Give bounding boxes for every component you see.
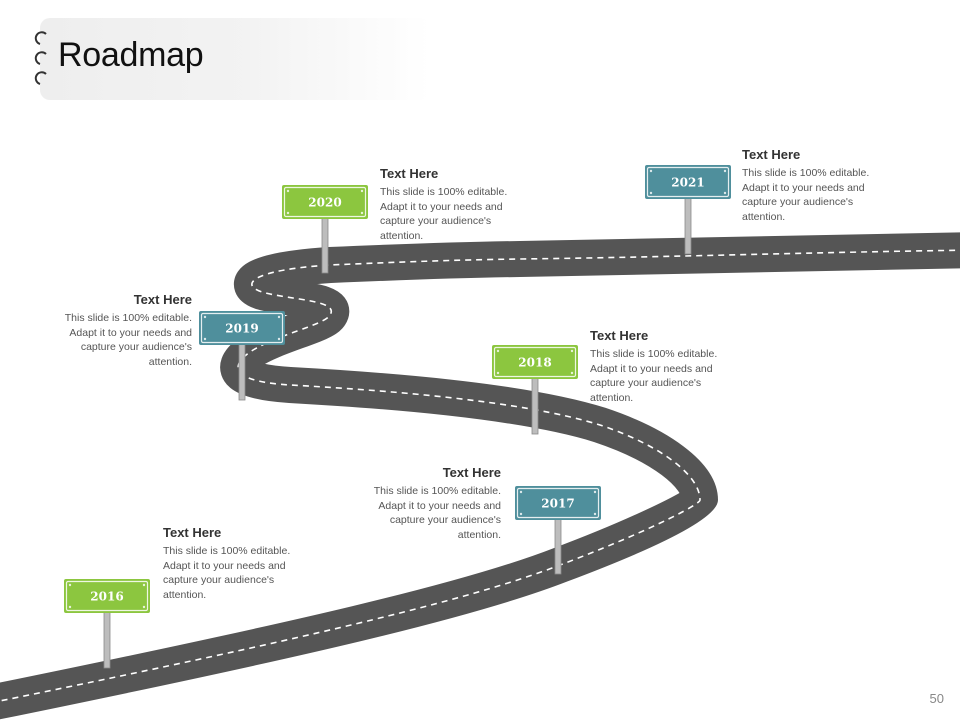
sign-screw [360, 211, 364, 215]
sign-year-label: 2017 [541, 497, 574, 511]
sign-screw [360, 189, 364, 193]
sign-screw [203, 315, 207, 319]
sign-screw [203, 337, 207, 341]
sign-screw [519, 512, 523, 516]
callout-body: This slide is 100% editable. Adapt it to… [380, 186, 508, 242]
sign-screw [286, 211, 290, 215]
sign-screw [496, 349, 500, 353]
sign-pole [103, 610, 111, 669]
sign-board [492, 345, 578, 379]
page-title: Roadmap [58, 36, 204, 74]
sign-year-label: 2019 [225, 322, 258, 336]
sign-screw [519, 490, 523, 494]
sign-screw [496, 371, 500, 375]
title-banner [40, 18, 430, 100]
sign-board [645, 165, 731, 199]
sign-screw [649, 191, 653, 195]
sign-inner-border [516, 487, 600, 519]
sign-screw [649, 169, 653, 173]
sign-board [64, 579, 150, 613]
sign-pole [554, 517, 562, 575]
sign-board [515, 486, 601, 520]
sign-year-label: 2016 [90, 590, 123, 604]
callout-heading: Text Here [742, 147, 801, 162]
sign-screw [593, 512, 597, 516]
callout-heading: Text Here [163, 525, 222, 540]
milestone-sign-2017: 2017 [515, 486, 601, 575]
sign-pole [321, 216, 329, 274]
milestone-sign-2018: 2018 [492, 345, 578, 435]
sign-screw [570, 349, 574, 353]
callout-heading: Text Here [590, 328, 649, 343]
sign-screw [593, 490, 597, 494]
callout-heading: Text Here [133, 292, 192, 307]
binder-rings-icon [34, 31, 47, 85]
milestone-sign-2020: 2020 [282, 185, 368, 274]
sign-year-label: 2018 [518, 356, 551, 370]
sign-screw [277, 315, 281, 319]
sign-screw [68, 583, 72, 587]
sign-inner-border [200, 312, 284, 344]
milestone-sign-2019: 2019 [199, 311, 285, 401]
callout-body: This slide is 100% editable. Adapt it to… [373, 485, 501, 541]
sign-year-label: 2021 [671, 176, 704, 190]
callout-heading: Text Here [442, 465, 501, 480]
callout-body: This slide is 100% editable. Adapt it to… [163, 545, 291, 601]
sign-pole [238, 342, 246, 401]
sign-inner-border [493, 346, 577, 378]
sign-pole [684, 196, 692, 255]
sign-screw [277, 337, 281, 341]
sign-board [199, 311, 285, 345]
sign-screw [142, 583, 146, 587]
sign-board [282, 185, 368, 219]
sign-screw [286, 189, 290, 193]
callout-body: This slide is 100% editable. Adapt it to… [742, 167, 870, 223]
sign-inner-border [283, 186, 367, 218]
sign-year-label: 2020 [308, 196, 341, 210]
sign-screw [570, 371, 574, 375]
milestone-sign-2016: 2016 [64, 579, 150, 669]
sign-pole [531, 376, 539, 435]
sign-inner-border [646, 166, 730, 198]
milestone-sign-2021: 2021 [645, 165, 731, 255]
sign-screw [68, 605, 72, 609]
sign-screw [142, 605, 146, 609]
sign-screw [723, 191, 727, 195]
sign-inner-border [65, 580, 149, 612]
callout-body: This slide is 100% editable. Adapt it to… [64, 312, 192, 368]
callout-heading: Text Here [380, 166, 439, 181]
callout-body: This slide is 100% editable. Adapt it to… [590, 348, 718, 404]
page-number: 50 [929, 691, 944, 706]
sign-screw [723, 169, 727, 173]
